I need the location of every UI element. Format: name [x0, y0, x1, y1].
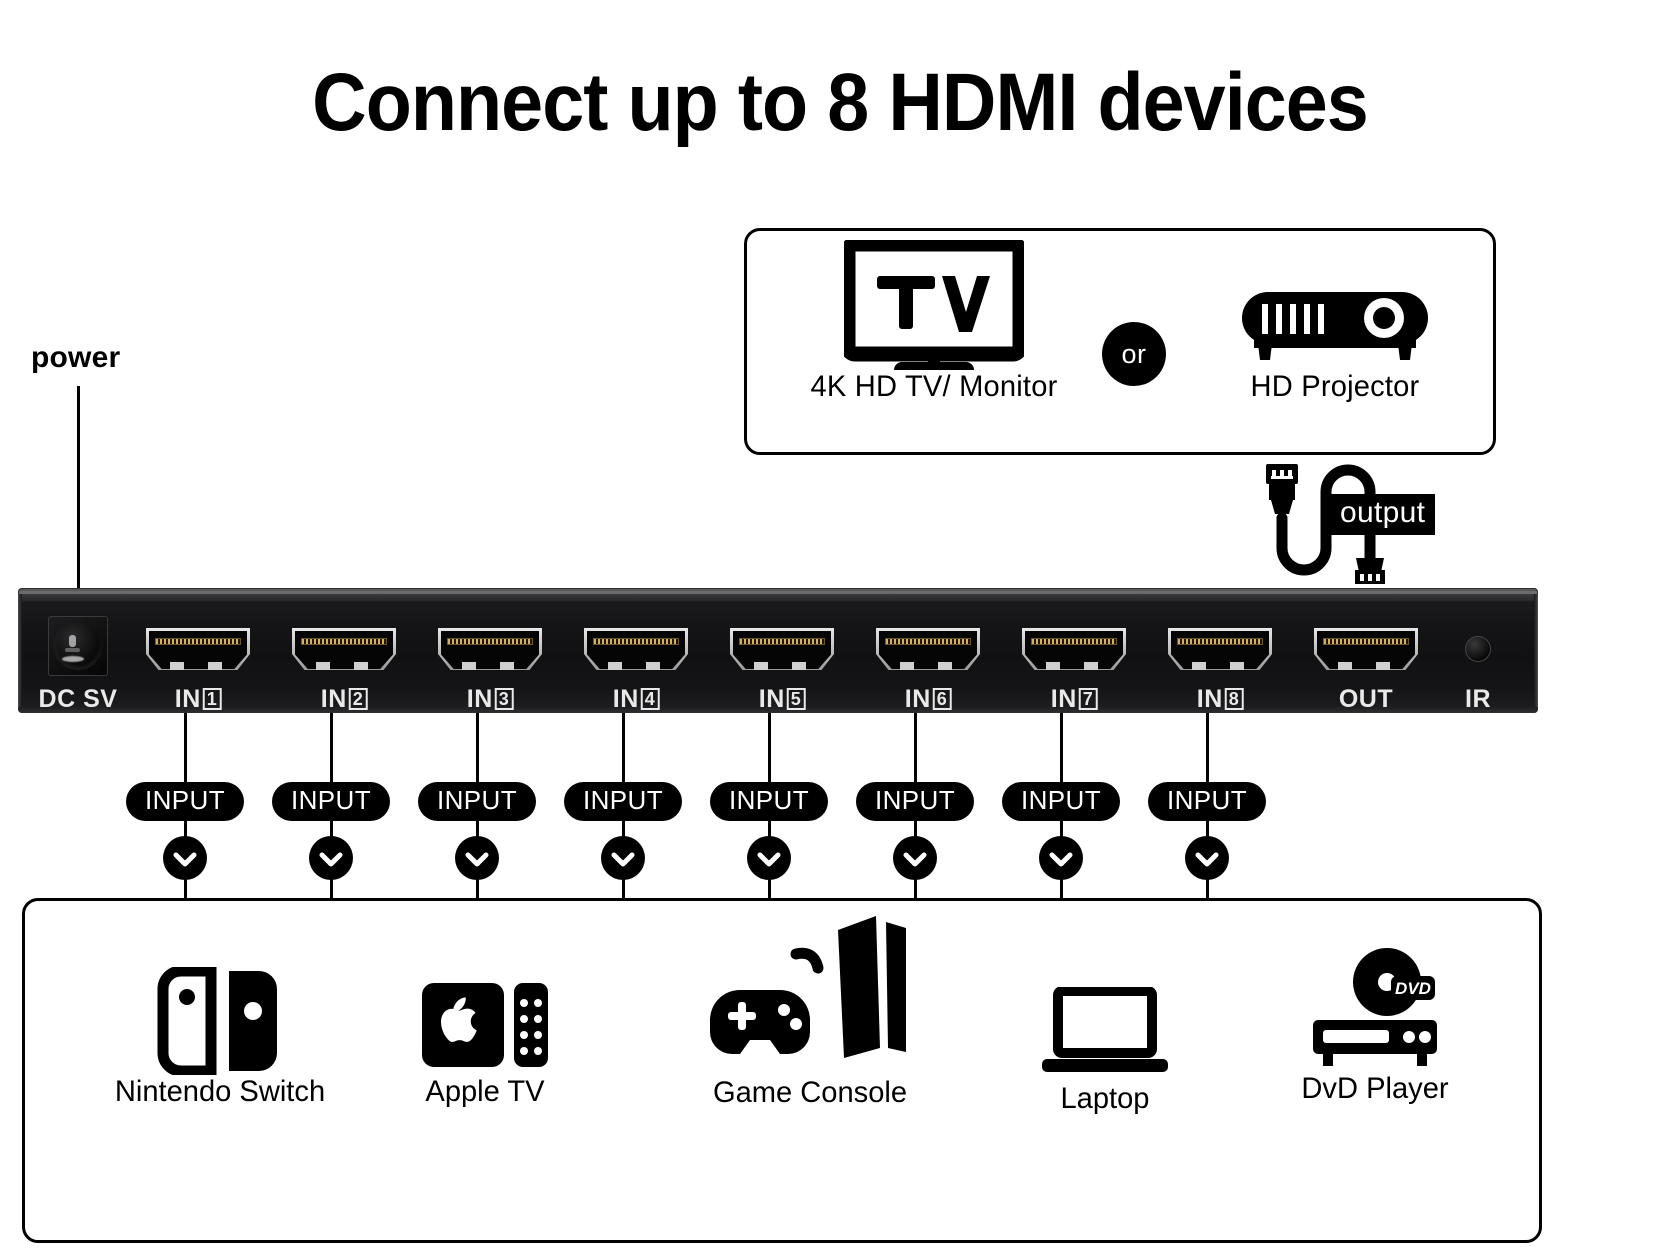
hdmi-output-cable-icon [1255, 462, 1385, 590]
hdmi-port-in1[interactable] [146, 628, 250, 670]
source-caption-nintendo-switch: Nintendo Switch [114, 1075, 326, 1108]
power-label: power [31, 341, 121, 374]
hdmi-port-in7[interactable] [1022, 628, 1126, 670]
port-label-in8-num: 8 [1224, 688, 1244, 710]
port-label-in4-prefix: IN [612, 685, 639, 713]
input-pill-3: INPUT [418, 782, 536, 821]
dvd-player-icon: DVD [1280, 940, 1470, 1072]
dc-power-jack-icon[interactable] [48, 616, 108, 676]
ir-sensor-icon [1465, 636, 1491, 662]
source-item-dvd-player: DVD DvD Player [1280, 940, 1470, 1106]
tv-caption: 4K HD TV/ Monitor [810, 370, 1058, 403]
input-pill-2: INPUT [272, 782, 390, 821]
power-leader-line [77, 386, 80, 591]
page-title: Connect up to 8 HDMI devices [312, 57, 1369, 148]
tv-icon [800, 240, 1068, 370]
apple-tv-icon [390, 955, 580, 1075]
display-option-tv: 4K HD TV/ Monitor [800, 240, 1068, 404]
port-label-in5-prefix: IN [758, 685, 785, 713]
nintendo-switch-icon [95, 955, 345, 1075]
hdmi-port-in5[interactable] [730, 628, 834, 670]
source-caption-game-console: Game Console [712, 1076, 908, 1109]
port-label-out: OUT [1338, 685, 1394, 713]
port-label-in7-num: 7 [1078, 688, 1098, 710]
source-item-nintendo-switch: Nintendo Switch [95, 955, 345, 1109]
hdmi-port-in8[interactable] [1168, 628, 1272, 670]
hdmi-port-in4[interactable] [584, 628, 688, 670]
display-option-projector: HD Projector [1185, 250, 1485, 404]
port-label-in1-num: 1 [202, 688, 222, 710]
chevron-down-icon-5 [747, 836, 791, 880]
chevron-down-icon-7 [1039, 836, 1083, 880]
source-caption-dvd-player: DvD Player [1301, 1072, 1449, 1105]
input-pill-6: INPUT [856, 782, 974, 821]
hdmi-port-out[interactable] [1314, 628, 1418, 670]
chevron-down-icon-6 [893, 836, 937, 880]
port-label-dc: DC SV [38, 685, 118, 713]
port-label-in2-num: 2 [348, 688, 368, 710]
chevron-down-icon-4 [601, 836, 645, 880]
port-label-in4-num: 4 [640, 688, 660, 710]
chevron-down-icon-2 [309, 836, 353, 880]
projector-caption: HD Projector [1250, 370, 1420, 403]
hdmi-port-in2[interactable] [292, 628, 396, 670]
port-label-in3-prefix: IN [466, 685, 493, 713]
port-label-in1-prefix: IN [174, 685, 201, 713]
port-label-in6-num: 6 [932, 688, 952, 710]
game-console-icon [690, 912, 930, 1076]
source-caption-apple-tv: Apple TV [425, 1075, 545, 1108]
port-label-in3-num: 3 [494, 688, 514, 710]
input-pill-5: INPUT [710, 782, 828, 821]
port-label-in5-num: 5 [786, 688, 806, 710]
port-label-in6-prefix: IN [904, 685, 931, 713]
input-pill-4: INPUT [564, 782, 682, 821]
source-item-game-console: Game Console [690, 912, 930, 1110]
hdmi-port-in3[interactable] [438, 628, 542, 670]
source-caption-laptop: Laptop [1060, 1082, 1150, 1115]
output-label: output [1330, 494, 1436, 535]
input-pill-7: INPUT [1002, 782, 1120, 821]
projector-icon [1185, 250, 1485, 370]
source-devices-box [22, 898, 1542, 1243]
chevron-down-icon-1 [163, 836, 207, 880]
input-pill-1: INPUT [126, 782, 244, 821]
source-item-laptop: Laptop [1010, 962, 1200, 1116]
input-pill-8: INPUT [1148, 782, 1266, 821]
hdmi-port-in6[interactable] [876, 628, 980, 670]
laptop-icon [1010, 962, 1200, 1082]
chevron-down-icon-3 [455, 836, 499, 880]
svg-text:DVD: DVD [1395, 979, 1431, 998]
port-label-in2-prefix: IN [320, 685, 347, 713]
source-item-apple-tv: Apple TV [390, 955, 580, 1109]
port-label-in8-prefix: IN [1196, 685, 1223, 713]
or-badge: or [1102, 322, 1166, 386]
port-label-ir: IR [1465, 685, 1491, 713]
chevron-down-icon-8 [1185, 836, 1229, 880]
port-label-in7-prefix: IN [1050, 685, 1077, 713]
